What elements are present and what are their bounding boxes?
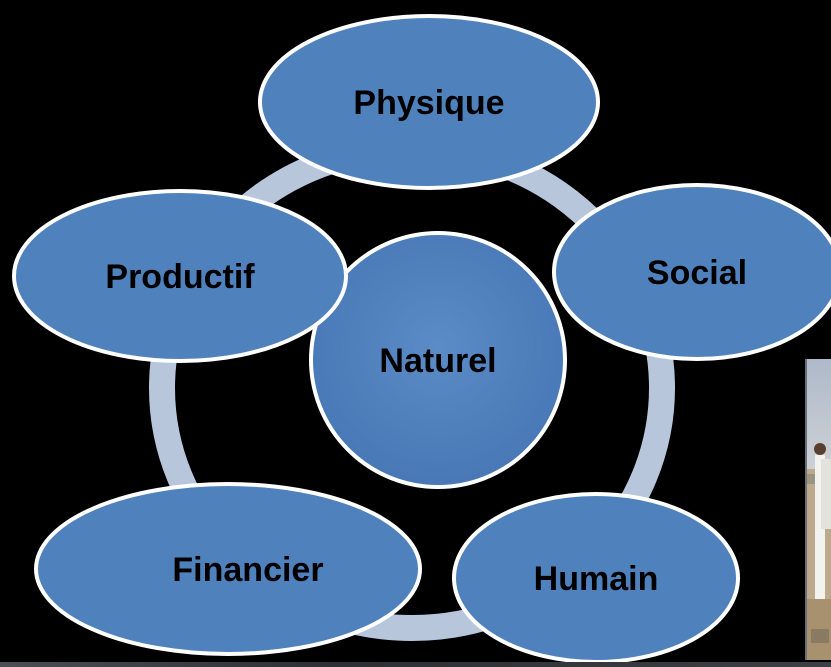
node-label-physique: Physique <box>353 84 504 122</box>
node-physique: Physique <box>258 14 600 190</box>
node-social: Social <box>552 183 831 361</box>
bottom-strip <box>0 662 831 667</box>
node-productif: Productif <box>12 189 348 363</box>
center-node-naturel: Naturel <box>309 231 567 489</box>
center-node-label: Naturel <box>379 342 496 380</box>
node-label-humain: Humain <box>534 560 659 598</box>
node-label-social: Social <box>647 254 747 292</box>
node-financier: Financier <box>34 482 422 656</box>
node-label-productif: Productif <box>105 258 255 296</box>
node-label-financier: Financier <box>172 551 323 589</box>
photo-thumbnail-icon <box>805 359 831 660</box>
node-humain: Humain <box>452 492 740 664</box>
